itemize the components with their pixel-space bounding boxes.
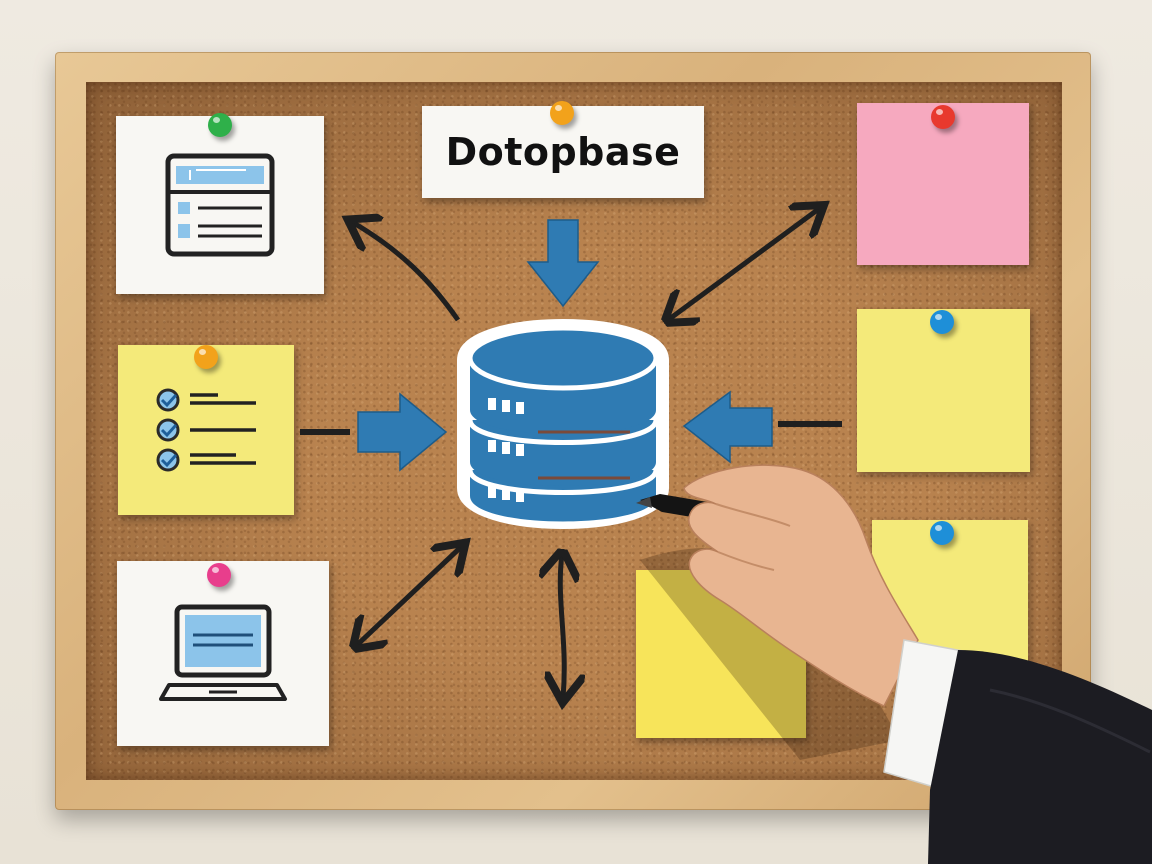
suit-sleeve (928, 650, 1152, 864)
checklist-sticky-note (118, 345, 294, 515)
board-title: Dotopbase (445, 130, 681, 174)
pin-red (931, 105, 955, 129)
pin-orange-left (194, 345, 218, 369)
blue-arrow-left (682, 390, 773, 464)
pink-sticky-note (857, 103, 1029, 265)
pin-blue-right (930, 310, 954, 334)
dashboard-card (116, 116, 324, 294)
pin-orange-top (550, 101, 574, 125)
arrow-pink-double (668, 208, 820, 320)
blue-arrow-down (526, 219, 600, 308)
arrow-laptop-double (356, 546, 462, 646)
hand (683, 464, 919, 707)
arrow-to-dashboard (352, 222, 461, 322)
database-icon (457, 319, 669, 529)
arrow-bottom-double (560, 554, 564, 698)
blue-arrow-right (357, 392, 448, 472)
title-card: Dotopbase (422, 106, 704, 198)
pin-pink (207, 563, 231, 587)
checklist-icon (156, 388, 256, 472)
dashboard-window-icon (165, 153, 275, 257)
pin-green (208, 113, 232, 137)
yellow-sticky-note-right (857, 309, 1030, 472)
laptop-icon (159, 604, 287, 701)
laptop-card (117, 561, 329, 746)
pin-blue-lower (930, 521, 954, 545)
